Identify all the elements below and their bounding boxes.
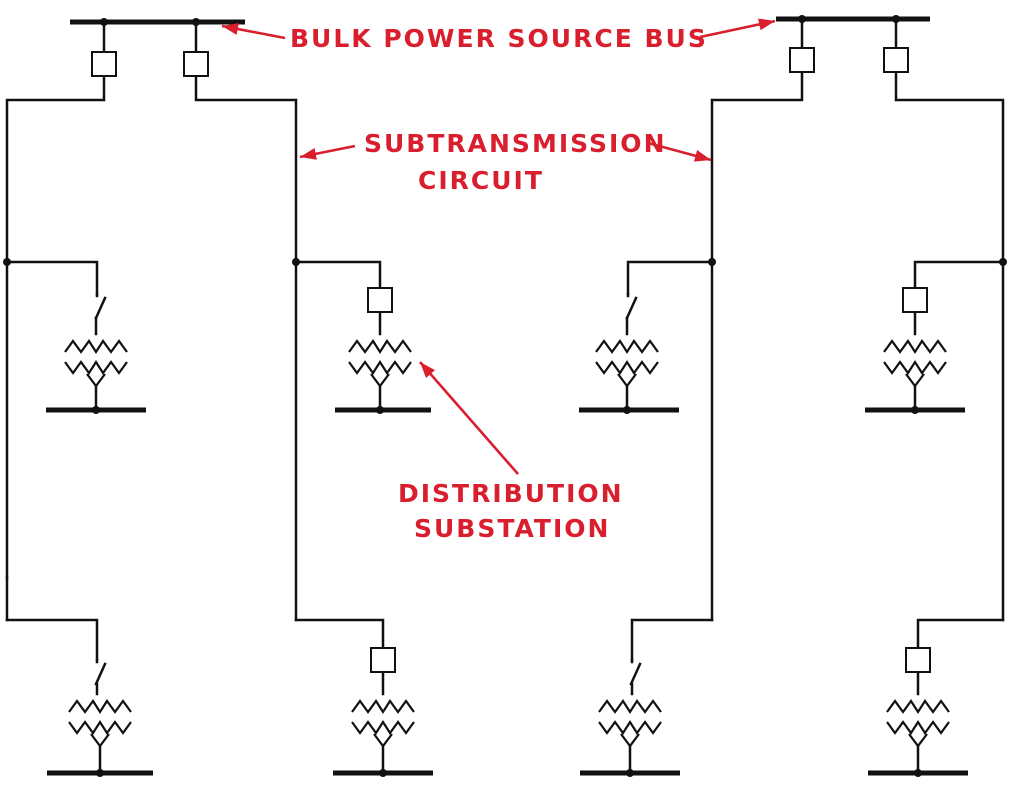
right-outer-feeder bbox=[894, 70, 1005, 622]
transformer-coil bbox=[886, 699, 950, 715]
transformer-coil bbox=[64, 359, 128, 375]
subtransmission-label-line2: CIRCUIT bbox=[418, 166, 544, 195]
distribution-leader bbox=[419, 361, 519, 475]
open-switch-icon bbox=[94, 662, 107, 686]
transformer-bus-dot bbox=[376, 406, 384, 414]
open-switch-icon bbox=[94, 296, 107, 320]
transformer-bus-dot bbox=[92, 406, 100, 414]
source-breaker-icon bbox=[883, 47, 909, 73]
transformer-bus-dot bbox=[96, 769, 104, 777]
left-bus-dot-1 bbox=[100, 18, 108, 26]
transformer-coil bbox=[64, 339, 128, 355]
tap-dot bbox=[3, 258, 11, 266]
transformer-vee bbox=[90, 733, 110, 748]
transformer-bus-dot bbox=[379, 769, 387, 777]
transformer-coil bbox=[598, 719, 662, 735]
tap-lead bbox=[913, 260, 1005, 290]
devices bbox=[3, 15, 1007, 777]
transformer-coil bbox=[348, 339, 412, 355]
circuit-breaker-icon bbox=[370, 647, 396, 673]
transformer-coil bbox=[883, 359, 947, 375]
source-breaker-icon bbox=[183, 51, 209, 77]
transformer-vee bbox=[373, 733, 393, 748]
wiring bbox=[5, 17, 1005, 775]
transformer-coil bbox=[68, 699, 132, 715]
transformer-vee bbox=[617, 373, 637, 388]
right-inner-feeder bbox=[710, 70, 804, 622]
transformer-coil bbox=[883, 339, 947, 355]
transformer-bus-dot bbox=[914, 769, 922, 777]
tap-dot bbox=[999, 258, 1007, 266]
arrowhead-icon bbox=[693, 150, 711, 162]
tap-dot bbox=[708, 258, 716, 266]
left-bus-dot-2 bbox=[192, 18, 200, 26]
transformer-bus-dot bbox=[626, 769, 634, 777]
zigzag-transformer-icon bbox=[68, 699, 132, 748]
arrowhead-icon bbox=[222, 23, 239, 35]
transformer-vee bbox=[620, 733, 640, 748]
tap-dot bbox=[292, 258, 300, 266]
open-switch-icon bbox=[629, 662, 642, 686]
transformer-vee bbox=[908, 733, 928, 748]
left-outer-tap-bottom bbox=[5, 618, 99, 662]
buses bbox=[46, 16, 968, 776]
transformer-coil bbox=[68, 719, 132, 735]
annotations bbox=[221, 18, 776, 475]
transformer-coil bbox=[595, 359, 659, 375]
transformer-coil bbox=[886, 719, 950, 735]
tap-lead bbox=[5, 260, 99, 296]
zigzag-transformer-icon bbox=[348, 339, 412, 388]
open-switch-icon bbox=[625, 296, 638, 320]
transformer-coil bbox=[348, 359, 412, 375]
source-breaker-icon bbox=[789, 47, 815, 73]
transformer-coil bbox=[351, 719, 415, 735]
left-inner-tap-bottom bbox=[294, 618, 385, 650]
circuit-breaker-icon bbox=[902, 287, 928, 313]
zigzag-transformer-icon bbox=[595, 339, 659, 388]
right-bus-dot-2 bbox=[892, 15, 900, 23]
distribution-label-line1: DISTRIBUTION bbox=[398, 479, 624, 508]
tap-lead bbox=[626, 260, 714, 296]
transformer-coil bbox=[351, 699, 415, 715]
zigzag-transformer-icon bbox=[64, 339, 128, 388]
bulk-bus-label: BULK POWER SOURCE BUS bbox=[290, 24, 708, 53]
left-outer-feeder bbox=[5, 74, 106, 580]
zigzag-transformer-icon bbox=[886, 699, 950, 748]
transformer-vee bbox=[86, 373, 106, 388]
source-breaker-icon bbox=[91, 51, 117, 77]
arrowhead-icon bbox=[758, 18, 775, 31]
subtransmission-label-line1: SUBTRANSMISSION bbox=[364, 129, 667, 158]
distribution-label-line2: SUBSTATION bbox=[414, 514, 610, 543]
zigzag-transformer-icon bbox=[883, 339, 947, 388]
arrowhead-icon bbox=[300, 147, 317, 160]
right-outer-tap-bottom bbox=[916, 618, 1005, 650]
tap-lead bbox=[294, 260, 382, 290]
left-inner-feeder bbox=[194, 74, 298, 622]
transformer-vee bbox=[370, 373, 390, 388]
zigzag-transformer-icon bbox=[351, 699, 415, 748]
transformer-bus-dot bbox=[623, 406, 631, 414]
transformer-bus-dot bbox=[911, 406, 919, 414]
transformer-vee bbox=[905, 373, 925, 388]
circuit-breaker-icon bbox=[905, 647, 931, 673]
zigzag-transformer-icon bbox=[598, 699, 662, 748]
circuit-breaker-icon bbox=[367, 287, 393, 313]
transformer-coil bbox=[598, 699, 662, 715]
right-bus-dot-1 bbox=[798, 15, 806, 23]
transformer-coil bbox=[595, 339, 659, 355]
arrowhead-icon bbox=[420, 362, 436, 378]
right-inner-tap-bottom bbox=[630, 618, 714, 662]
